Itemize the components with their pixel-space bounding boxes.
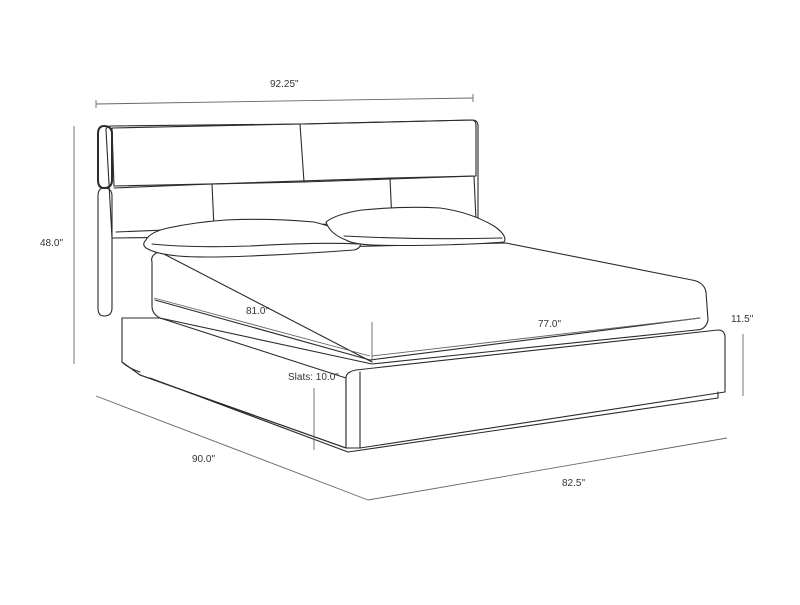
label-inner-length: 81.0" — [246, 306, 269, 317]
bed-drawing — [97, 119, 726, 453]
label-slats: Slats: 10.0" — [288, 372, 339, 383]
label-inner-width: 77.0" — [538, 319, 561, 330]
dim-line-width-top — [95, 97, 474, 105]
label-platform-height: 11.5" — [731, 314, 754, 325]
label-height-total: 48.0" — [40, 238, 63, 249]
label-width-top: 92.25" — [270, 79, 299, 90]
bed-base — [121, 317, 726, 453]
dim-line-depth — [95, 395, 369, 501]
label-depth: 90.0" — [192, 454, 215, 465]
dimension-labels: 92.25" 48.0" 81.0" 77.0" 11.5" Slats: 10… — [40, 79, 754, 489]
dimension-lines — [73, 94, 744, 501]
label-width-bottom: 82.5" — [562, 478, 585, 489]
pillows — [143, 206, 506, 258]
dim-line-inner-width — [371, 317, 701, 357]
dim-line-inner-length — [153, 297, 371, 357]
mattress — [151, 242, 709, 365]
dim-line-width-bottom — [367, 437, 728, 501]
